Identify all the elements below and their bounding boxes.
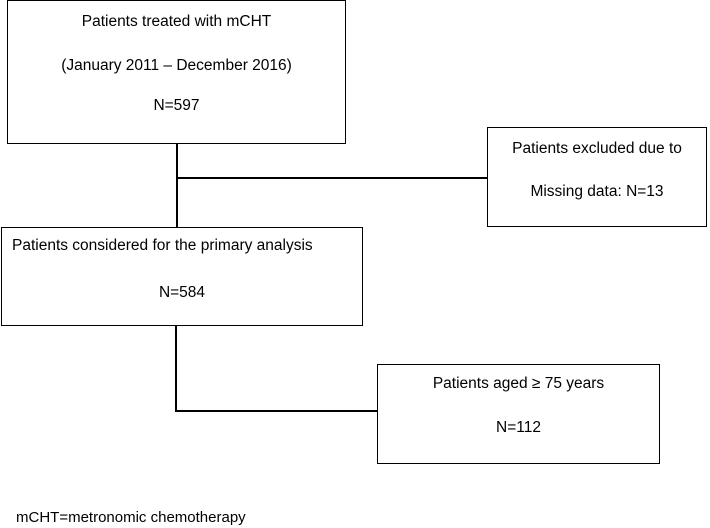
primary-count: N=584 [158,284,206,301]
excluded-title: Patients excluded due to [512,140,682,157]
excluded-patients-box: Patients excluded due to Missing data: N… [487,127,707,227]
enrolled-count: N=597 [153,97,200,114]
enrolled-title: Patients treated with mCHT [81,13,272,30]
elderly-patients-box: Patients aged ≥ 75 years N=112 [377,364,660,464]
elderly-count: N=112 [496,419,541,436]
connector-to-excluded [176,177,488,179]
footnote: mCHT=metronomic chemotherapy [16,509,246,526]
connector-to-elderly [175,410,378,412]
enrolled-period: (January 2011 – December 2016) [61,57,292,74]
excluded-count: Missing data: N=13 [530,183,664,200]
connector-primary-down [175,326,177,411]
elderly-title: Patients aged ≥ 75 years [432,375,605,392]
primary-title: Patients considered for the primary anal… [12,237,313,254]
connector-enrolled-to-primary [176,143,178,228]
primary-analysis-box: Patients considered for the primary anal… [1,227,363,326]
enrolled-patients-box: Patients treated with mCHT (January 2011… [7,0,346,144]
